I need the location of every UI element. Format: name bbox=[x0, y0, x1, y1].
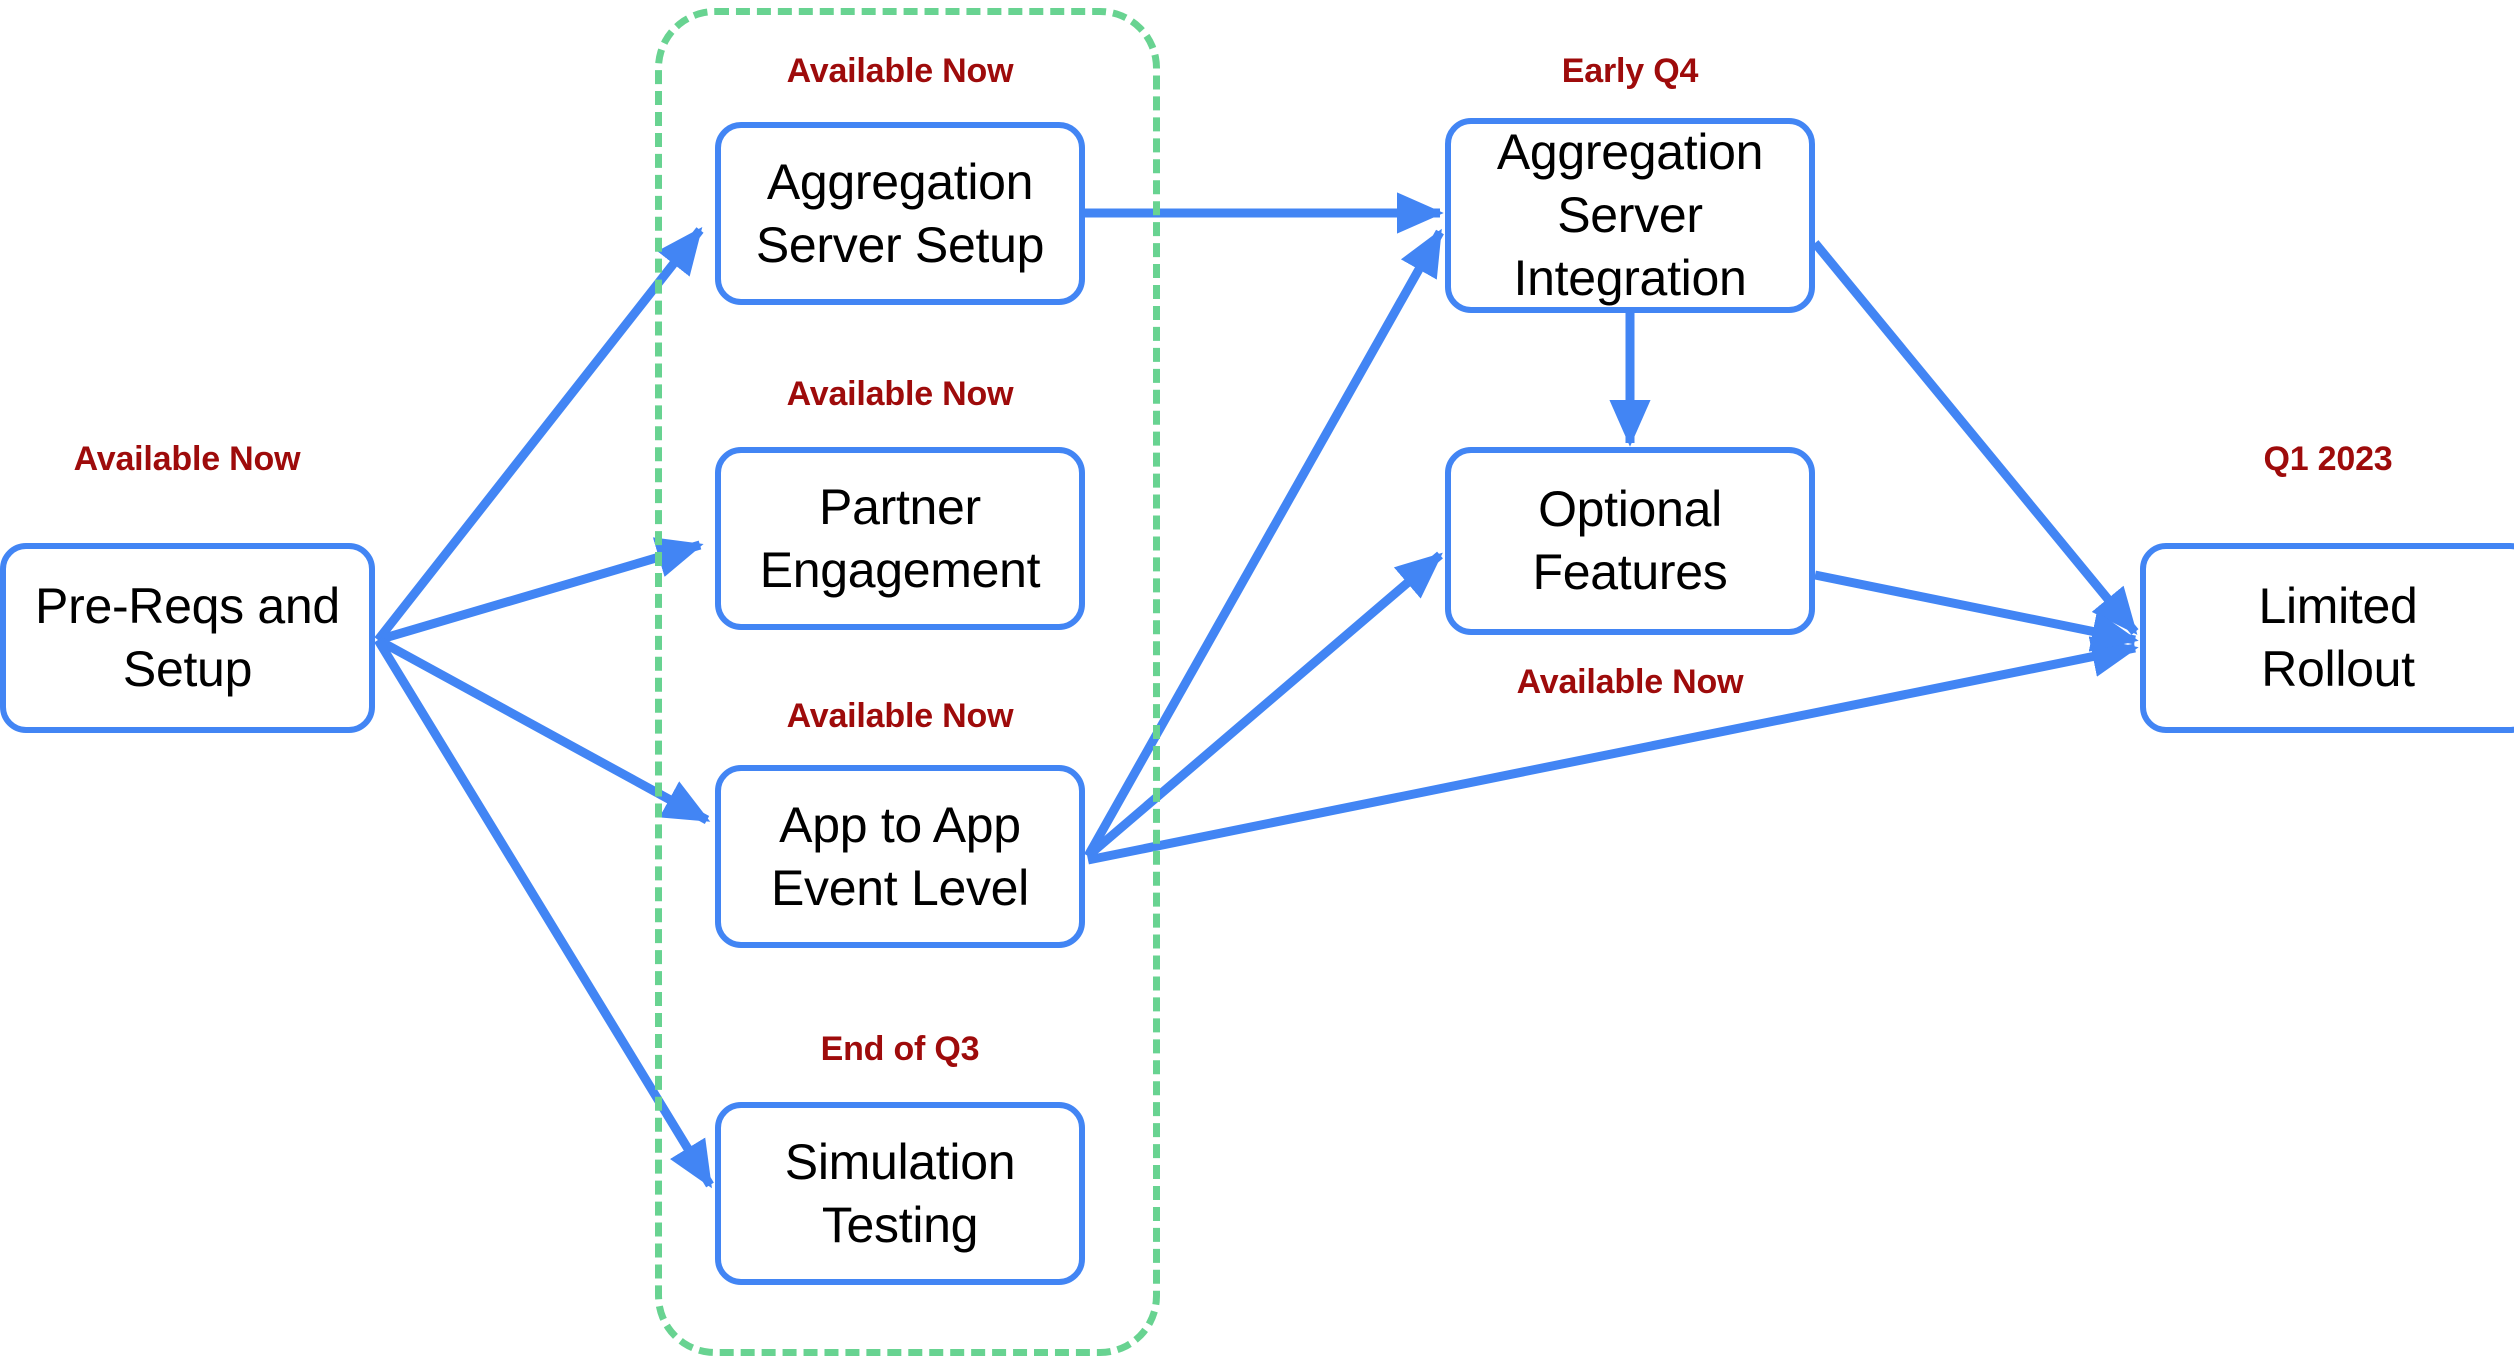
node-optional-features[interactable]: Optional Features bbox=[1445, 447, 1815, 635]
node-label-optional-features: Optional Features bbox=[1532, 481, 1728, 600]
edge-prereqs-to-aggregation-server-setup bbox=[374, 227, 704, 643]
status-label-limited-rollout: Q1 2023 bbox=[2263, 440, 2393, 478]
status-label-aggregation-server-setup: Available Now bbox=[786, 52, 1014, 90]
status-label-app-to-app-event-level: Available Now bbox=[786, 697, 1014, 735]
node-aggregation-server-integration[interactable]: Aggregation Server Integration bbox=[1445, 118, 1815, 313]
node-label-pre-reqs-and-setup: Pre-Reqs and Setup bbox=[35, 578, 340, 697]
node-limited-rollout[interactable]: Limited Rollout bbox=[2140, 543, 2514, 733]
available-now-group-container bbox=[655, 8, 1160, 1356]
node-simulation-testing[interactable]: Simulation Testing bbox=[715, 1102, 1085, 1285]
node-partner-engagement[interactable]: Partner Engagement bbox=[715, 447, 1085, 630]
node-label-aggregation-server-setup: Aggregation Server Setup bbox=[755, 153, 1045, 273]
node-label-simulation-testing: Simulation Testing bbox=[784, 1133, 1016, 1253]
status-label-aggregation-server-integration: Early Q4 bbox=[1561, 52, 1699, 90]
edge-prereqs-to-partner-engagement bbox=[376, 537, 704, 645]
status-label-simulation-testing: End of Q3 bbox=[820, 1030, 980, 1068]
edge-optional-features-to-limited-rollout bbox=[1814, 570, 2139, 652]
node-app-to-app-event-level[interactable]: App to App Event Level bbox=[715, 765, 1085, 948]
status-label-partner-engagement: Available Now bbox=[786, 375, 1014, 413]
node-label-limited-rollout: Limited Rollout bbox=[2258, 578, 2418, 697]
node-pre-reqs-and-setup[interactable]: Pre-Reqs and Setup bbox=[0, 543, 375, 733]
status-label-pre-reqs-and-setup: Available Now bbox=[73, 440, 301, 478]
node-aggregation-server-setup[interactable]: Aggregation Server Setup bbox=[715, 122, 1085, 305]
status-label-optional-features: Available Now bbox=[1516, 663, 1744, 701]
node-label-partner-engagement: Partner Engagement bbox=[759, 478, 1041, 598]
node-label-app-to-app-event-level: App to App Event Level bbox=[771, 796, 1029, 916]
node-label-aggregation-server-integration: Aggregation Server Integration bbox=[1496, 124, 1764, 306]
edge-agg-integration-to-limited-rollout bbox=[1811, 240, 2139, 635]
